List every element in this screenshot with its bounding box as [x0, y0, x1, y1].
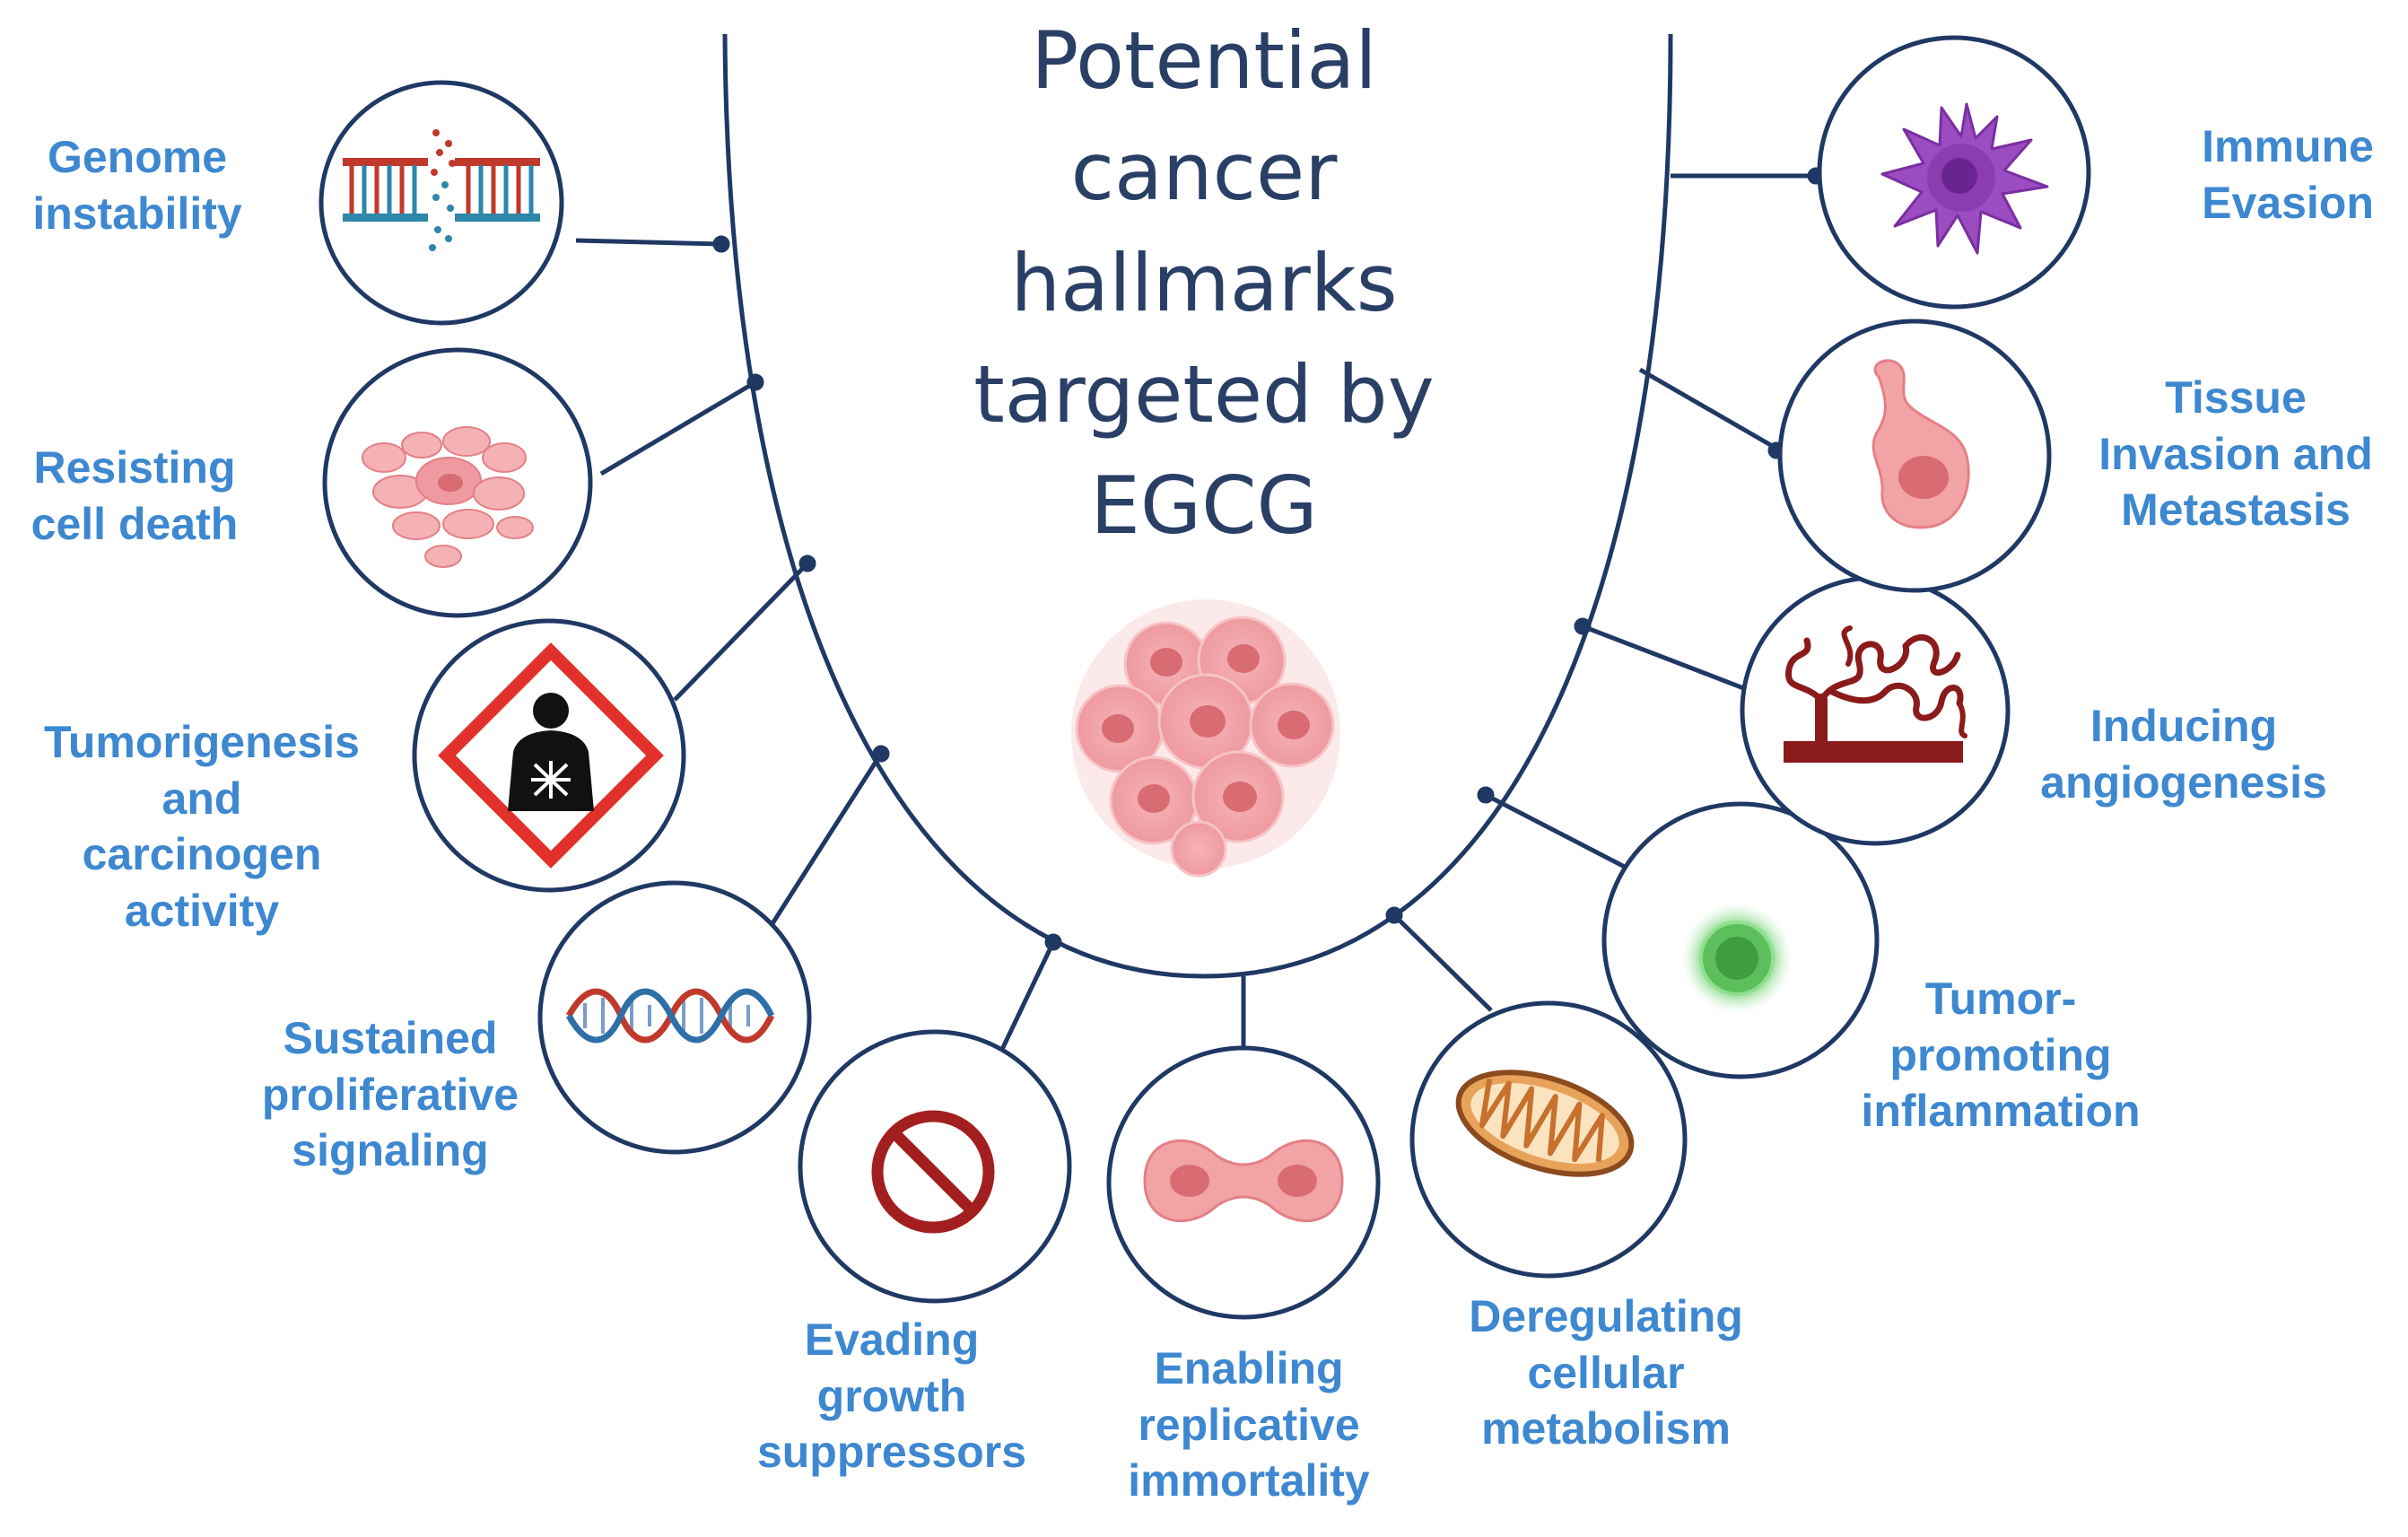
connector-evading	[995, 940, 1056, 1061]
connector-invasion	[1638, 367, 1782, 453]
label-genome-instability: Genome instability	[32, 132, 242, 239]
prohibition-icon	[871, 1110, 995, 1234]
connector-angiogenesis	[1582, 624, 1747, 692]
u-curve	[722, 33, 1673, 979]
connector-inflammation	[1484, 792, 1644, 878]
label-cellular-metabolism: Deregulating cellular metabolism	[1469, 1291, 1743, 1454]
label-angiogenesis: Inducing angiogenesis	[2040, 701, 2327, 808]
title-line-4: targeted by	[973, 348, 1435, 441]
circle-angiogenesis	[1740, 575, 2011, 846]
dna-break-icon	[343, 129, 540, 251]
label-resisting-cell-death: Resisting cell death	[31, 442, 239, 549]
title-line-1: Potential	[1031, 14, 1377, 107]
dividing-cell-icon	[1143, 1139, 1344, 1223]
label-tumorigenesis: Tumorigenesis and carcinogen activity	[44, 717, 360, 936]
mitochondrion-icon	[1455, 1070, 1635, 1177]
label-evading-growth: Evading growth suppressors	[756, 1314, 1027, 1477]
tumor-cells-icon	[1071, 599, 1340, 878]
cell-cluster-icon	[362, 426, 534, 568]
glowing-cell-icon	[1681, 903, 1793, 1014]
immune-cell-icon	[1880, 102, 2049, 255]
connector-proliferative	[767, 752, 884, 930]
connector-tumorigenesis	[673, 562, 809, 702]
title-line-2: cancer	[1070, 126, 1338, 218]
carcinogen-hazard-icon	[438, 642, 664, 869]
circle-genome-instability	[318, 80, 564, 326]
label-inflammation: Tumor- promoting inflammation	[1861, 974, 2141, 1136]
title-line-3: hallmarks	[1010, 237, 1398, 329]
title-line-5: EGCG	[1090, 459, 1318, 552]
connectors	[575, 167, 1825, 1064]
connector-genome	[575, 238, 722, 247]
dna-helix-icon	[565, 988, 775, 1044]
label-immune-evasion: Immune Evasion	[2202, 121, 2374, 228]
migrating-cell-icon	[1871, 359, 1970, 529]
label-replicative-immortality: Enabling replicative immortality	[1128, 1343, 1370, 1506]
connector-metabolism	[1392, 913, 1493, 1012]
label-invasion-metastasis: Tissue Invasion and Metastasis	[2098, 372, 2373, 535]
blood-vessel-icon	[1784, 625, 1967, 763]
connector-cell-death	[599, 380, 757, 476]
label-sustained-proliferative: Sustained proliferative signaling	[261, 1013, 519, 1175]
